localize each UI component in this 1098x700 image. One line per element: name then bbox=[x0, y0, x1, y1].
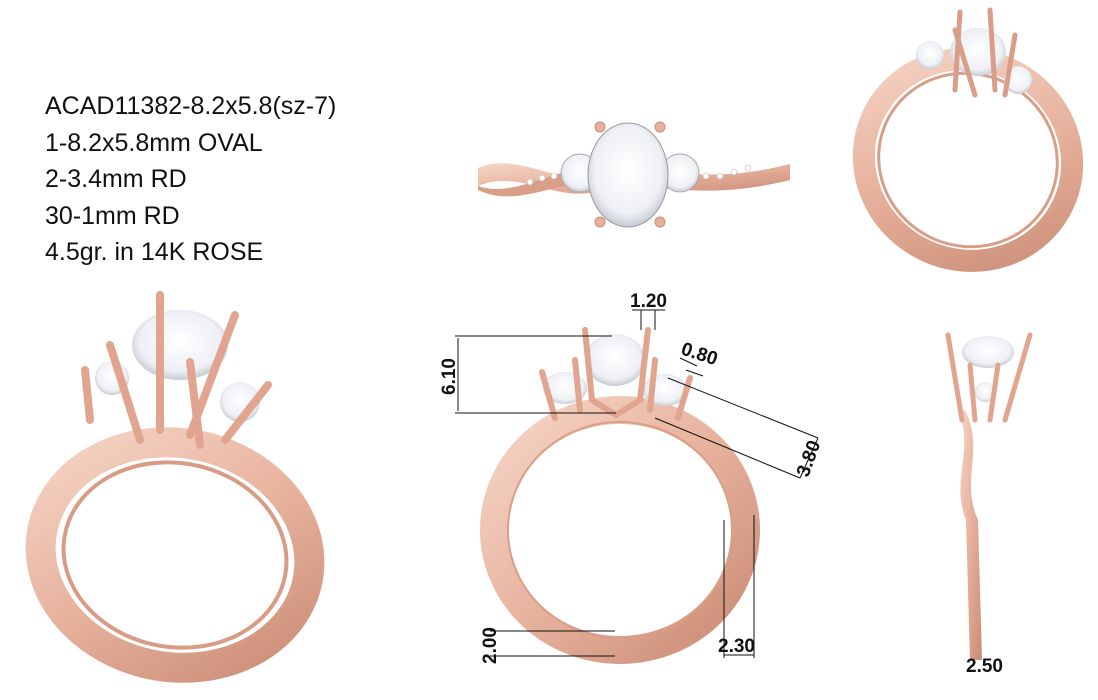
front-view-ring bbox=[480, 327, 760, 664]
metal-weight-spec: 4.5gr. in 14K ROSE bbox=[45, 238, 264, 266]
center-stone-spec: 1-8.2x5.8mm OVAL bbox=[45, 128, 263, 157]
dimension-lines bbox=[455, 309, 819, 658]
accent-stone-spec: 30-1mm RD bbox=[45, 201, 180, 230]
dim-side-prong: 0.80 bbox=[678, 339, 720, 370]
dim-side-band-width: 2.50 bbox=[966, 656, 1003, 677]
side-view-ring bbox=[945, 332, 1033, 660]
perspective-view-ring-top-right bbox=[852, 7, 1084, 272]
side-stone-spec: 2-3.4mm RD bbox=[45, 165, 187, 193]
spec-text: ACAD11382-8.2x5.8(sz-7) 1-8.2x5.8mm OVAL… bbox=[45, 88, 336, 271]
dim-side-stone-offset: 3.80 bbox=[793, 438, 825, 480]
dim-prong-width: 1.20 bbox=[630, 291, 667, 312]
dim-band-thickness: 2.00 bbox=[480, 627, 501, 664]
model-code: ACAD11382-8.2x5.8(sz-7) bbox=[45, 92, 337, 120]
top-view-ring bbox=[478, 121, 790, 228]
perspective-view-ring-bottom-left bbox=[25, 291, 325, 683]
dim-head-height: 6.10 bbox=[439, 358, 460, 395]
dim-shank-width: 2.30 bbox=[718, 636, 755, 657]
